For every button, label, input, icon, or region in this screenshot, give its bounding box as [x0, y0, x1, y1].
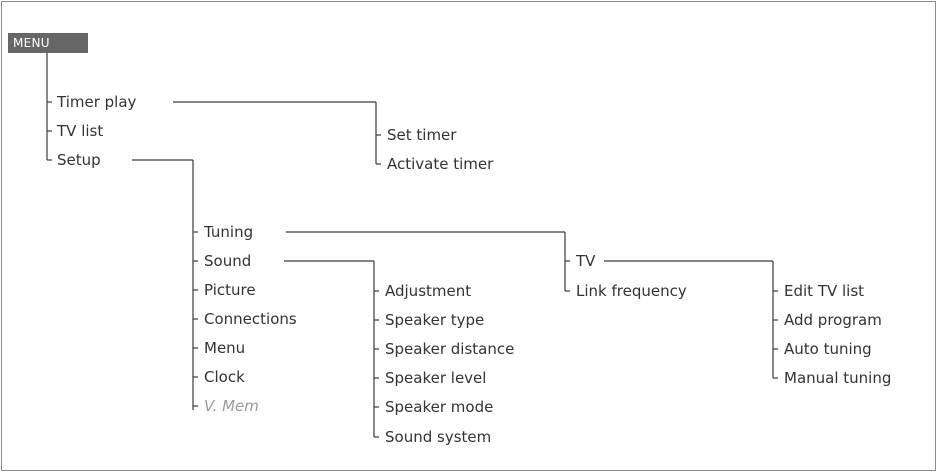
- node-connections: Connections: [204, 310, 297, 328]
- node-tuning: Tuning: [204, 223, 254, 241]
- node-speaker-type: Speaker type: [385, 311, 485, 329]
- node-tv: TV: [576, 252, 596, 270]
- node-manual-tuning: Manual tuning: [784, 369, 892, 387]
- node-speaker-mode: Speaker mode: [385, 398, 494, 416]
- node-clock: Clock: [204, 368, 245, 386]
- node-sound: Sound: [204, 252, 252, 270]
- node-add-program: Add program: [784, 311, 882, 329]
- node-sound-system: Sound system: [385, 428, 492, 446]
- node-link-frequency: Link frequency: [576, 282, 687, 300]
- node-speaker-distance: Speaker distance: [385, 340, 515, 358]
- node-set-timer: Set timer: [387, 126, 457, 144]
- node-timer-play: Timer play: [57, 93, 137, 111]
- node-v-mem: V. Mem: [204, 397, 259, 415]
- node-adjustment: Adjustment: [385, 282, 472, 300]
- node-speaker-level: Speaker level: [385, 369, 487, 387]
- node-auto-tuning: Auto tuning: [784, 340, 872, 358]
- menu-root-badge: MENU: [8, 33, 88, 53]
- node-activate-timer: Activate timer: [387, 155, 494, 173]
- node-picture: Picture: [204, 281, 256, 299]
- node-tv-list: TV list: [57, 122, 104, 140]
- node-setup: Setup: [57, 151, 101, 169]
- node-menu: Menu: [204, 339, 246, 357]
- node-edit-tv-list: Edit TV list: [784, 282, 865, 300]
